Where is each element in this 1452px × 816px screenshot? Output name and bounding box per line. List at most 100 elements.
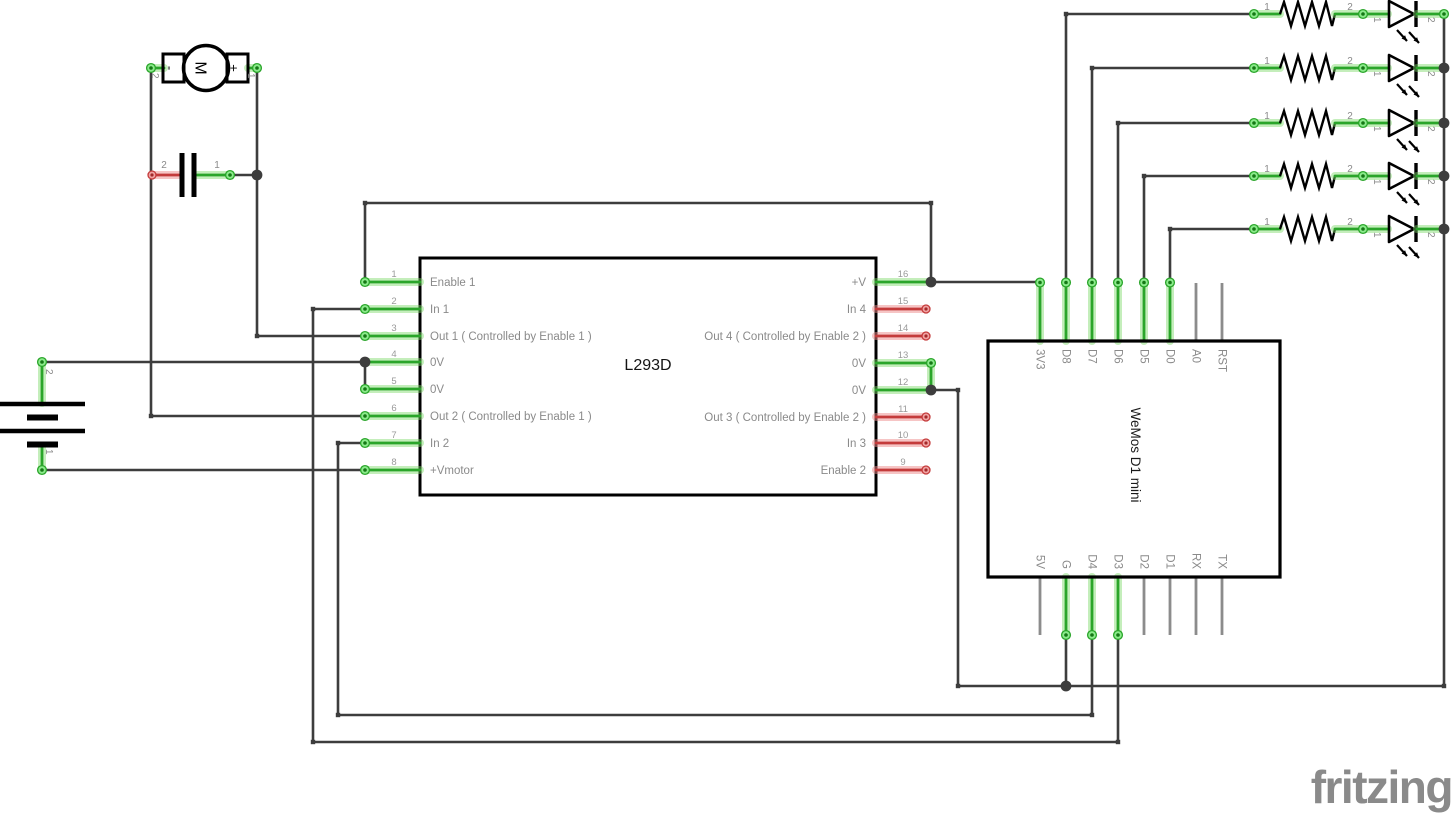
svg-text:In 3: In 3 <box>847 438 866 450</box>
svg-text:Out 1 ( Controlled by Enable 1: Out 1 ( Controlled by Enable 1 ) <box>430 331 592 343</box>
svg-text:1: 1 <box>391 269 396 280</box>
svg-text:Out 2 ( Controlled by Enable 1: Out 2 ( Controlled by Enable 1 ) <box>430 411 592 423</box>
svg-text:3: 3 <box>391 323 396 334</box>
motor-minus-sign: - <box>163 66 178 70</box>
svg-text:5V: 5V <box>1034 555 1046 569</box>
wire-in1-to-d3[interactable] <box>311 307 1120 744</box>
capacitor-pin1-number: 1 <box>214 160 220 171</box>
l293d-left-pin-text: 1 2 3 4 5 6 7 8 Enable 1 In 1 Out 1 ( Co… <box>391 269 592 477</box>
wemos-bottom-leads <box>1038 573 1224 641</box>
motor-pin1-number: 1 <box>245 73 256 79</box>
wemos-top-pin-labels: 3V3 D8 D7 D6 D5 D0 A0 RST <box>1034 349 1228 372</box>
motor-body-circle <box>181 43 231 93</box>
wemos-bottom-pin-labels: 5V G D4 D3 D2 D1 RX TX <box>1034 553 1228 570</box>
wire-in2-to-d4[interactable] <box>336 441 1094 717</box>
battery[interactable]: 2 1 <box>0 356 85 476</box>
svg-text:In 1: In 1 <box>430 304 449 316</box>
svg-text:D6: D6 <box>1112 349 1124 364</box>
svg-text:2: 2 <box>1347 217 1353 228</box>
svg-text:1: 1 <box>1264 164 1270 175</box>
svg-text:G: G <box>1060 560 1072 569</box>
wires <box>40 11 1447 745</box>
svg-text:2: 2 <box>1347 111 1353 122</box>
wemos-top-leads <box>1034 277 1224 345</box>
svg-text:RST: RST <box>1216 349 1228 372</box>
svg-text:12: 12 <box>898 377 909 388</box>
svg-text:D4: D4 <box>1086 554 1098 569</box>
svg-text:0V: 0V <box>852 385 866 397</box>
svg-text:D0: D0 <box>1164 349 1176 364</box>
wire-enable1-to-vplus[interactable] <box>363 201 933 284</box>
l293d-ic[interactable]: L293D <box>359 256 937 497</box>
svg-text:16: 16 <box>898 269 909 280</box>
svg-text:D7: D7 <box>1086 349 1098 364</box>
svg-text:0V: 0V <box>852 358 866 370</box>
svg-text:2: 2 <box>1425 17 1436 23</box>
wemos-body <box>986 339 1282 579</box>
svg-text:D1: D1 <box>1164 554 1176 569</box>
motor-pin2-number: 2 <box>149 73 160 79</box>
svg-text:TX: TX <box>1216 554 1228 569</box>
svg-text:15: 15 <box>898 296 909 307</box>
svg-text:1: 1 <box>1371 17 1382 23</box>
svg-text:1: 1 <box>1371 179 1382 185</box>
svg-text:D3: D3 <box>1112 554 1124 569</box>
svg-text:In 4: In 4 <box>847 304 867 316</box>
svg-text:Enable 2: Enable 2 <box>821 465 866 477</box>
wire-out1-to-motor-cap[interactable] <box>255 66 367 338</box>
svg-text:1: 1 <box>1264 111 1270 122</box>
led-resistor-rows[interactable]: 1 2 1 2 1 2 1 2 1 2 1 2 1 2 1 2 1 2 1 2 <box>1250 1 1449 258</box>
svg-text:10: 10 <box>898 430 909 441</box>
wemos-d1-mini[interactable]: WeMos D1 mini 3V3 D8 D7 D6 D5 D0 A0 RST … <box>986 277 1282 641</box>
wire-led-cathode-bus-to-0v[interactable] <box>929 12 1446 688</box>
svg-text:2: 2 <box>1425 71 1436 77</box>
svg-text:D5: D5 <box>1138 349 1150 364</box>
svg-text:In 2: In 2 <box>430 438 449 450</box>
svg-text:A0: A0 <box>1190 349 1202 363</box>
svg-text:13: 13 <box>898 350 909 361</box>
wire-d6-to-resistor3[interactable] <box>1116 121 1256 284</box>
svg-text:+Vmotor: +Vmotor <box>430 465 474 477</box>
capacitor-pin2-number: 2 <box>161 160 167 171</box>
svg-text:5: 5 <box>391 376 396 387</box>
wemos-title: WeMos D1 mini <box>1128 407 1143 502</box>
wire-bend-points <box>148 11 1447 745</box>
svg-text:2: 2 <box>1347 2 1353 13</box>
junction-dots <box>251 62 1450 692</box>
wire-d0-to-resistor5[interactable] <box>1168 227 1256 284</box>
svg-text:1: 1 <box>1264 2 1270 13</box>
svg-text:3V3: 3V3 <box>1034 349 1046 369</box>
l293d-left-leads <box>359 276 424 476</box>
svg-text:2: 2 <box>1347 164 1353 175</box>
l293d-body <box>418 256 878 497</box>
svg-text:2: 2 <box>1425 232 1436 238</box>
l293d-right-leads <box>872 278 937 475</box>
fritzing-watermark: fritzing <box>1311 761 1452 813</box>
wire-d8-to-resistor1[interactable] <box>1064 12 1256 284</box>
dc-motor[interactable]: M - + 2 1 <box>145 43 263 93</box>
battery-pin2-number: 2 <box>43 369 54 375</box>
svg-text:Out 4 ( Controlled by Enable 2: Out 4 ( Controlled by Enable 2 ) <box>704 331 866 343</box>
svg-text:2: 2 <box>1425 126 1436 132</box>
svg-text:0V: 0V <box>430 357 444 369</box>
l293d-right-pin-text: 16 15 14 13 12 11 10 9 +V In 4 Out 4 ( C… <box>704 269 908 477</box>
svg-text:+V: +V <box>852 277 867 289</box>
svg-text:1: 1 <box>1371 71 1382 77</box>
capacitor[interactable]: 2 1 <box>147 153 236 197</box>
svg-text:1: 1 <box>1371 126 1382 132</box>
svg-text:7: 7 <box>391 430 396 441</box>
svg-text:2: 2 <box>1347 56 1353 67</box>
svg-text:2: 2 <box>391 296 396 307</box>
svg-text:D8: D8 <box>1060 349 1072 364</box>
svg-text:Enable 1: Enable 1 <box>430 277 475 289</box>
svg-text:6: 6 <box>391 403 396 414</box>
svg-text:4: 4 <box>391 349 396 360</box>
svg-text:8: 8 <box>391 457 396 468</box>
svg-text:RX: RX <box>1190 553 1202 569</box>
svg-text:0V: 0V <box>430 384 444 396</box>
svg-text:1: 1 <box>1371 232 1382 238</box>
motor-label: M <box>192 61 209 74</box>
svg-text:Out 3 ( Controlled by Enable 2: Out 3 ( Controlled by Enable 2 ) <box>704 412 866 424</box>
motor-plus-sign: + <box>227 64 242 72</box>
